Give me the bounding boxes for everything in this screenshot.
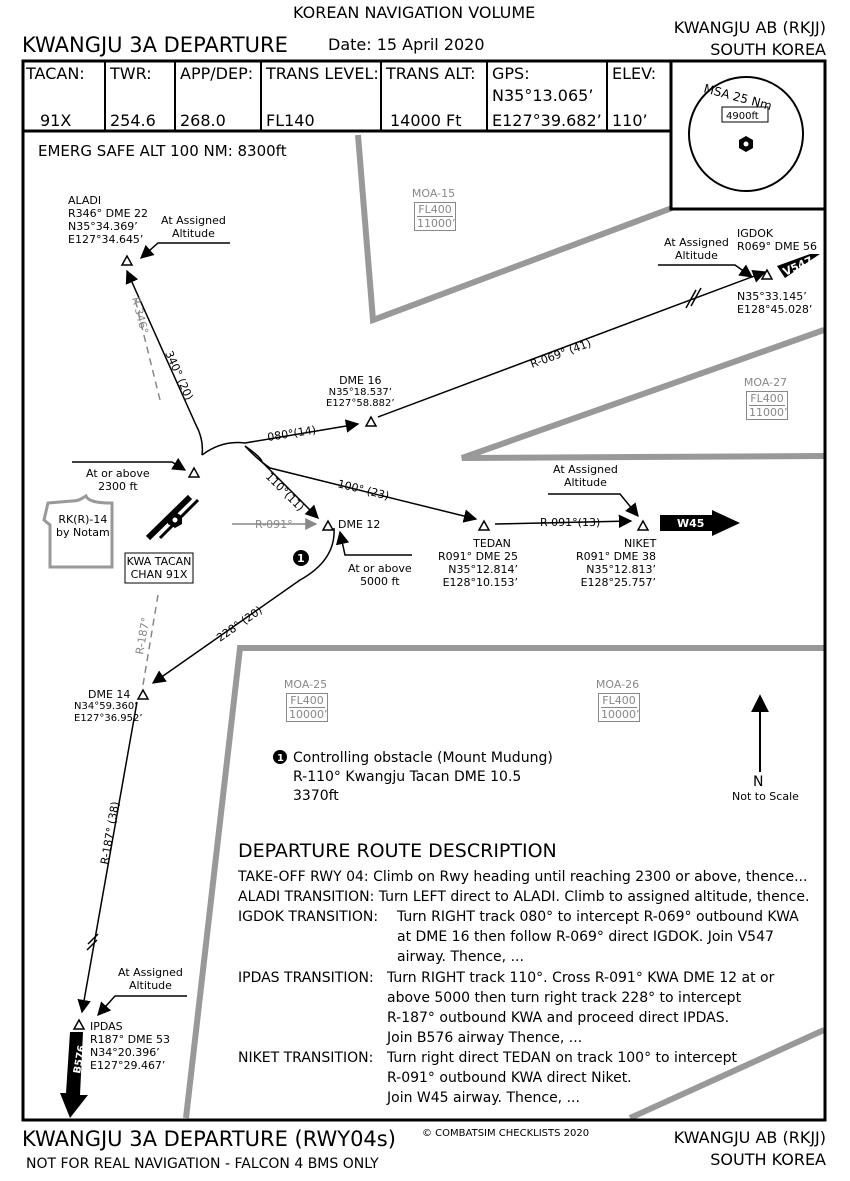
label-110: 110°(11) xyxy=(263,470,307,514)
label-080: 080°(14) xyxy=(266,423,317,444)
route-tedan-niket xyxy=(494,514,633,529)
info-box: TACAN: 91X TWR: 254.6 APP/DEP: 268.0 TRA… xyxy=(22,61,670,131)
moa-26-boundary xyxy=(628,1027,826,1121)
airway-b576-arrow xyxy=(60,1032,88,1118)
niket-restriction: At Assigned Altitude xyxy=(553,463,618,489)
airway-v547-arrow xyxy=(777,254,820,278)
description-heading: DEPARTURE ROUTE DESCRIPTION xyxy=(238,840,557,862)
route-r069 xyxy=(377,269,767,418)
label-r091: R-091° xyxy=(255,518,293,531)
page-title: KWANGJU 3A DEPARTURE xyxy=(22,33,288,57)
fix-aladi-label: ALADI R346° DME 22 N35°34.369’ E127°34.6… xyxy=(68,194,149,246)
msa-box xyxy=(669,59,827,211)
info-twr: TWR: 254.6 xyxy=(106,61,176,131)
fix-dme14-label: DME 14 N34°59.360’ E127°36.952’ xyxy=(74,688,143,724)
msa-tacan-symbol xyxy=(739,136,753,152)
airway-w45-arrow xyxy=(660,510,740,536)
footer-country: SOUTH KOREA xyxy=(710,1150,826,1169)
aladi-restriction: At Assigned Altitude xyxy=(161,214,226,240)
label-228: 228° (20) xyxy=(214,604,265,645)
igdok-restriction: At Assigned Altitude xyxy=(664,236,729,262)
label-340: 340° (20) xyxy=(162,349,195,402)
restricted-area-rkr14 xyxy=(42,493,114,569)
disclaimer: NOT FOR REAL NAVIGATION - FALCON 4 BMS O… xyxy=(26,1156,379,1172)
footer-airport: KWANGJU AB (RKJJ) xyxy=(673,1128,826,1147)
description-ipdas: Turn RIGHT track 110°. Cross R-091° KWA … xyxy=(387,970,775,1046)
fix-ipdas-label: IPDAS R187° DME 53 N34°20.396’ E127°29.4… xyxy=(90,1020,171,1072)
footer-title: KWANGJU 3A DEPARTURE (RWY04s) xyxy=(22,1127,396,1151)
north-label: N xyxy=(753,774,764,790)
route-aladi xyxy=(125,269,204,456)
dme12-restriction: At or above 5000 ft xyxy=(348,562,412,588)
info-trans-level: TRANS LEVEL: FL140 xyxy=(262,61,382,131)
description-aladi: ALADI TRANSITION: Turn LEFT direct to AL… xyxy=(238,889,810,905)
volume-title: KOREAN NAVIGATION VOLUME xyxy=(293,3,536,22)
country-name: SOUTH KOREA xyxy=(710,40,826,59)
msa-altitude: 4900ft xyxy=(726,111,759,122)
label-r187-38: R-187° (38) xyxy=(98,800,122,865)
label-r346: R-346° xyxy=(129,296,151,336)
airway-w45-label: W45 xyxy=(677,517,704,530)
moa-27-boundary xyxy=(460,327,826,461)
fix-igdok-coords: N35°33.145’ E128°45.028’ xyxy=(737,290,813,316)
not-to-scale: Not to Scale xyxy=(732,790,799,803)
emergency-safe-altitude: EMERG SAFE ALT 100 NM: 8300ft xyxy=(38,142,287,160)
moa-15-boundary xyxy=(355,134,674,325)
route-r187 xyxy=(77,701,138,1014)
airport-name: KWANGJU AB (RKJJ) xyxy=(673,18,826,37)
obstacle-number-map: 1 xyxy=(297,552,305,565)
radial-r346 xyxy=(133,294,161,401)
info-appdep: APP/DEP: 268.0 xyxy=(176,61,262,131)
copyright: © COMBATSIM CHECKLISTS 2020 xyxy=(422,1128,590,1139)
description-niket: Turn right direct TEDAN on track 100° to… xyxy=(387,1050,738,1106)
kwa-tacan-box: KWA TACAN CHAN 91X xyxy=(126,555,192,581)
msa-circle xyxy=(688,76,804,192)
obstacle-number-legend: 1 xyxy=(277,753,284,764)
route-080 xyxy=(201,419,360,456)
obstacle-legend: Controlling obstacle (Mount Mudung) R-11… xyxy=(293,750,553,804)
airway-v547-label: V547 xyxy=(781,254,815,279)
fix-igdok-label: IGDOK R069° DME 56 xyxy=(737,227,818,253)
chart-date: Date: 15 April 2020 xyxy=(328,35,485,54)
description-ipdas-label: IPDAS TRANSITION: xyxy=(238,970,374,986)
ipdas-restriction: At Assigned Altitude xyxy=(118,966,183,992)
label-100: 100° (23) xyxy=(336,477,390,502)
moa-boundaries xyxy=(183,134,826,1121)
fix-triangles xyxy=(72,254,774,1030)
takeoff-restriction: At or above 2300 ft xyxy=(86,467,150,493)
runway-symbol xyxy=(145,494,200,541)
obstacle-marker-legend xyxy=(273,750,287,764)
label-r091-13: R-091°(13) xyxy=(540,516,600,529)
airway-b576-label: B576 xyxy=(72,1045,88,1075)
route-100 xyxy=(244,445,478,523)
fix-niket-label: NIKET R091° DME 38 N35°12.813’ E128°25.7… xyxy=(575,537,657,589)
info-trans-alt: TRANS ALT: 14000 Ft xyxy=(382,61,488,131)
description-niket-label: NIKET TRANSITION: xyxy=(238,1050,374,1066)
info-gps: GPS: N35°13.065’ E127°39.682’ xyxy=(488,61,608,131)
info-tacan: TACAN: 91X xyxy=(22,61,106,131)
description-igdok-label: IGDOK TRANSITION: xyxy=(238,909,379,925)
description-igdok: Turn RIGHT track 080° to intercept R-069… xyxy=(397,909,799,965)
label-r069: R-069° (41) xyxy=(529,337,593,371)
fix-dme16-label: DME 16 N35°18.537’ E127°58.882’ xyxy=(326,374,395,409)
route-lines xyxy=(72,242,767,1017)
chart-frame xyxy=(21,59,827,1122)
info-elev: ELEV: 110’ xyxy=(612,64,657,130)
route-228 xyxy=(151,527,335,684)
moa-25-boundary xyxy=(183,645,824,1119)
radial-r187 xyxy=(142,594,159,686)
fix-tedan-label: TEDAN R091° DME 25 N35°12.814’ E128°10.1… xyxy=(437,537,518,589)
restricted-area-label: RK(R)-14 by Notam xyxy=(56,513,110,539)
fix-dme12-label: DME 12 xyxy=(338,518,381,531)
description-takeoff: TAKE-OFF RWY 04: Climb on Rwy heading un… xyxy=(238,869,808,885)
label-r187: R-187° xyxy=(133,616,152,655)
obstacle-marker-map xyxy=(293,550,309,566)
